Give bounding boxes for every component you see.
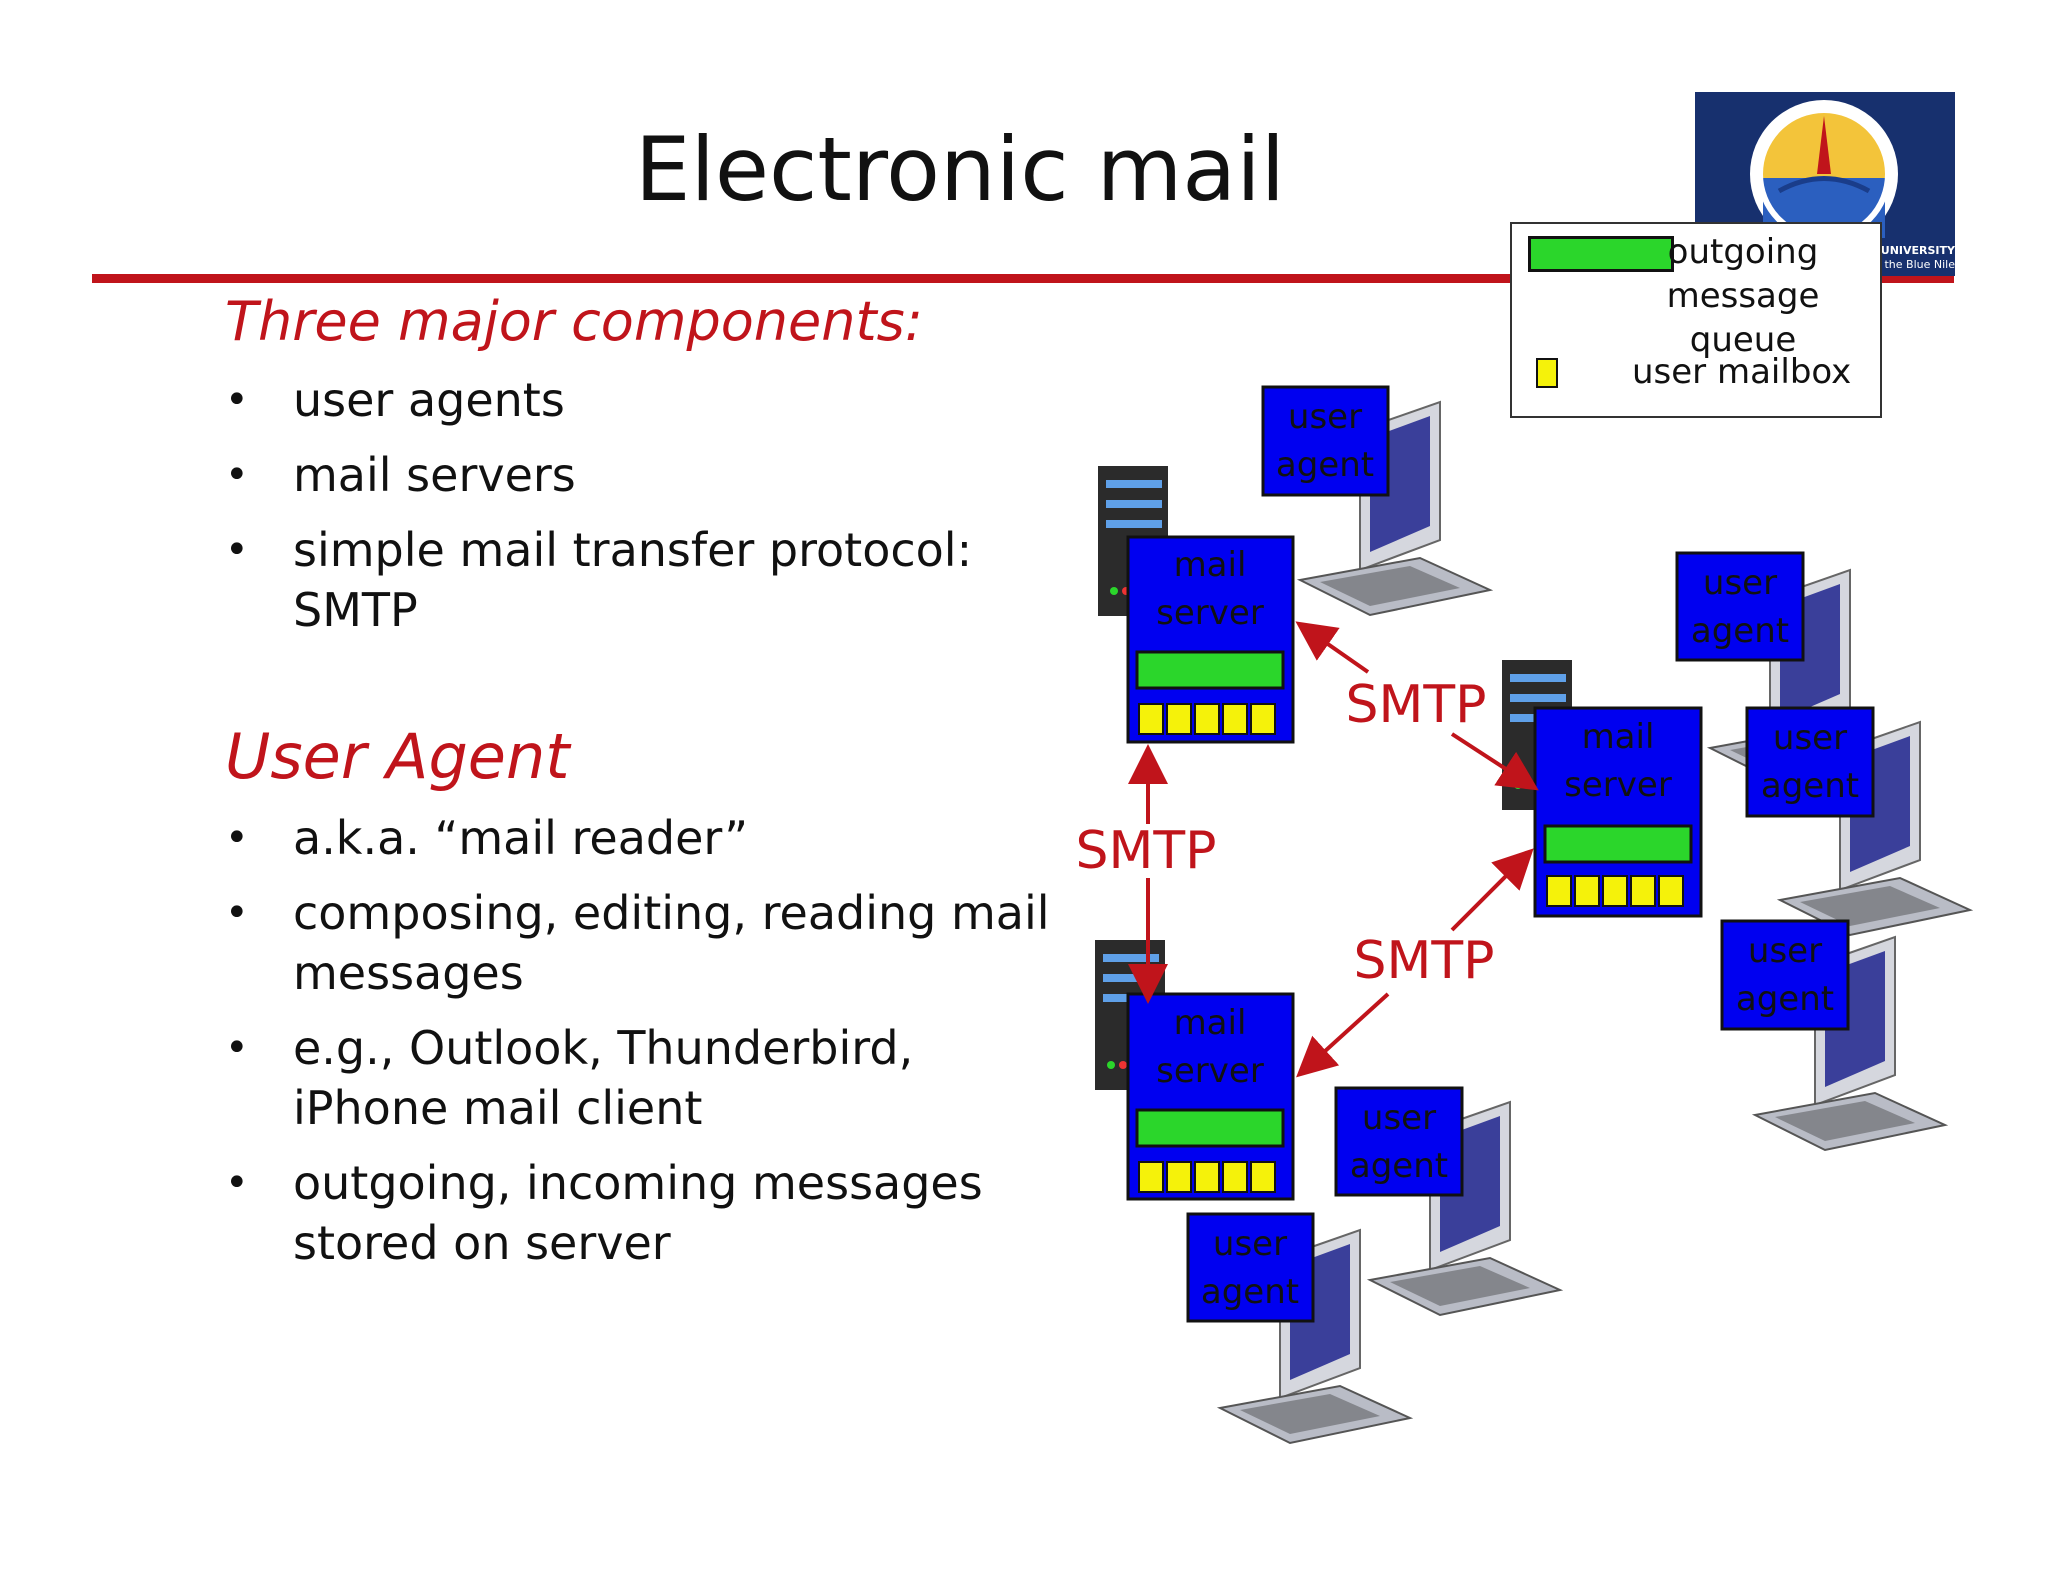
list-item: •composing, editing, reading mail messag… [225, 886, 1050, 1000]
title-divider [92, 274, 1954, 283]
user-agent-4: user agent [1720, 919, 1946, 1151]
list-item: •user agents [225, 373, 565, 427]
user-agent-list: •a.k.a. “mail reader” •composing, editin… [225, 808, 1065, 1288]
mail-server-label: mail [1174, 545, 1247, 585]
smtp-label: SMTP [1346, 675, 1487, 735]
mail-server-label: mail [1174, 1003, 1247, 1043]
svg-text:user: user [1773, 718, 1847, 758]
svg-text:user: user [1362, 1098, 1436, 1138]
components-list: •user agents •mail servers •simple mail … [225, 370, 1065, 655]
svg-text:agent: agent [1350, 1146, 1448, 1186]
legend-mailbox-swatch [1536, 358, 1558, 388]
legend-queue-swatch [1528, 236, 1674, 272]
svg-text:user: user [1213, 1224, 1287, 1264]
svg-text:agent: agent [1736, 979, 1834, 1019]
smtp-link-top: SMTP [1295, 621, 1539, 791]
list-item: •e.g., Outlook, Thunderbird, iPhone mail… [225, 1021, 914, 1135]
mail-server-label: mail [1582, 717, 1655, 757]
svg-text:user: user [1288, 397, 1362, 437]
legend-queue-label: outgoing message queue [1666, 232, 1820, 360]
mail-server-label: server [1156, 593, 1264, 633]
list-item: •mail servers [225, 448, 576, 502]
components-heading: Three major components: [225, 290, 923, 353]
smtp-label: SMTP [1076, 821, 1217, 881]
mail-server-label: server [1156, 1051, 1264, 1091]
user-agent-2: user agent [1675, 551, 1901, 784]
user-agent-heading: User Agent [225, 720, 570, 793]
svg-text:agent: agent [1201, 1272, 1299, 1312]
smtp-link-bottom: SMTP [1296, 848, 1534, 1078]
svg-text:user: user [1748, 931, 1822, 971]
user-agent-6: user agent [1186, 1212, 1411, 1444]
legend-mailbox-label: user mailbox [1632, 352, 1852, 392]
smtp-link-vertical: SMTP [1076, 744, 1217, 1004]
mail-server-2: mail server [1502, 660, 1703, 918]
list-item: •a.k.a. “mail reader” [225, 811, 749, 865]
mail-server-1: mail server [1098, 466, 1295, 744]
slide-title: Electronic mail [634, 118, 1286, 221]
message-queue [1543, 824, 1693, 864]
svg-text:agent: agent [1691, 611, 1789, 651]
list-item: •simple mail transfer protocol: SMTP [225, 523, 973, 637]
mail-server-3: mail server [1095, 940, 1295, 1201]
svg-text:agent: agent [1761, 766, 1859, 806]
legend: outgoing message queue user mailbox [1510, 222, 1882, 418]
message-queue [1135, 1108, 1285, 1148]
svg-text:user: user [1703, 563, 1777, 603]
user-agent-1: user agent [1261, 385, 1491, 616]
smtp-label: SMTP [1354, 931, 1495, 991]
mail-server-label: server [1564, 765, 1672, 805]
svg-text:agent: agent [1276, 445, 1374, 485]
user-agent-5: user agent [1334, 1086, 1561, 1316]
message-queue [1135, 650, 1285, 690]
user-agent-3: user agent [1745, 706, 1971, 936]
list-item: •outgoing, incoming messages stored on s… [225, 1156, 983, 1270]
